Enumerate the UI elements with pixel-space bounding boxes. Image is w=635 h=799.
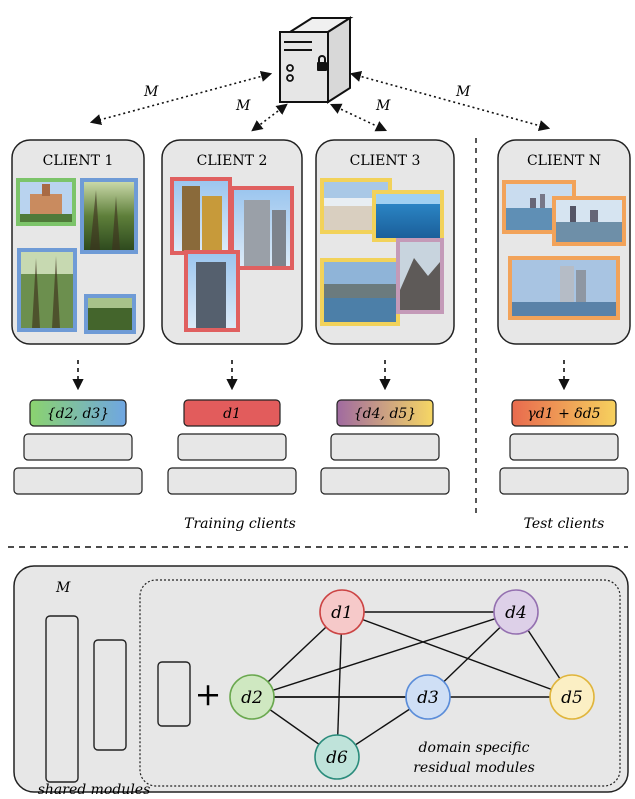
residual-label-line-2: residual modules — [413, 760, 535, 776]
domain-node-label-d5: d5 — [561, 688, 583, 708]
residual-slot — [157, 661, 191, 727]
client-n-panel: CLIENT N — [497, 139, 631, 345]
client-2-title: CLIENT 2 — [197, 153, 268, 169]
arrow-to-client-2 — [251, 103, 288, 132]
residual-region — [139, 579, 621, 787]
domain-node-label-d4: d4 — [505, 603, 527, 623]
shared-model-label: M — [55, 580, 71, 596]
model-stack-client-2: d1 — [167, 399, 297, 495]
communication-arrows — [89, 70, 551, 132]
photo-church — [16, 178, 76, 226]
photo-harbor-2 — [552, 196, 626, 246]
shared-module-1 — [45, 615, 79, 783]
domain-node-label-d2: d2 — [241, 688, 263, 708]
domain-graph: d1 d2 d3 d4 d5 d6 — [229, 589, 595, 780]
model-stack-client-3: {d4, d5} — [320, 399, 450, 495]
model-label-4: M — [455, 84, 471, 100]
client-1-panel: CLIENT 1 — [11, 139, 145, 345]
caption-test: Test clients — [524, 516, 605, 532]
domain-node-label-d3: d3 — [417, 688, 439, 708]
photo-skyscraper-2 — [230, 186, 294, 270]
domain-node-label-d6: d6 — [326, 748, 348, 768]
client-3-panel: CLIENT 3 — [315, 139, 455, 345]
model-label-2: M — [235, 98, 251, 114]
photo-lake — [320, 258, 400, 326]
domain-label-client-n: γd1 + δd5 — [527, 406, 600, 422]
residual-label-line-1: domain specific — [419, 740, 530, 756]
domain-label-client-3: {d4, d5} — [354, 406, 416, 422]
client-1-title: CLIENT 1 — [43, 153, 114, 169]
photo-forest-3 — [84, 294, 136, 334]
model-label-3: M — [375, 98, 391, 114]
client-n-title: CLIENT N — [527, 153, 601, 169]
domain-node-d1 — [319, 589, 365, 635]
caption-training: Training clients — [184, 516, 296, 532]
photo-mountain — [396, 238, 444, 314]
domain-node-d3 — [405, 674, 451, 720]
photo-skyscraper-3 — [184, 250, 240, 332]
photo-forest-2 — [17, 248, 77, 332]
photo-skyscraper-1 — [170, 177, 232, 255]
client-2-panel: CLIENT 2 — [161, 139, 303, 345]
domain-node-d2 — [229, 674, 275, 720]
graph-edge-d1-d5 — [341, 611, 573, 698]
architecture-panel: M shared modules + d1 d2 d3 d4 d5 d6 domain s… — [13, 565, 629, 798]
shared-modules-label: shared modules — [38, 782, 151, 798]
arrow-to-client-1 — [89, 70, 273, 126]
domain-node-d6 — [314, 734, 360, 780]
client-3-title: CLIENT 3 — [350, 153, 421, 169]
plus-sign: + — [195, 675, 222, 713]
domain-node-d4 — [493, 589, 539, 635]
domain-label-client-1: {d2, d3} — [47, 406, 109, 422]
graph-edge-d1-d6 — [336, 611, 343, 758]
domain-node-label-d1: d1 — [331, 603, 353, 623]
arrow-to-client-n — [349, 70, 551, 132]
model-label-1: M — [143, 84, 159, 100]
photo-city-waterfront — [508, 256, 620, 320]
graph-edge-d2-d4 — [251, 611, 517, 698]
model-stack-client-1: {d2, d3} — [13, 399, 143, 495]
photo-sea — [372, 190, 444, 242]
photo-forest-1 — [80, 178, 138, 254]
domain-node-d5 — [549, 674, 595, 720]
model-stack-client-n: γd1 + δd5 — [499, 399, 629, 495]
shared-module-2 — [93, 639, 127, 751]
domain-label-client-2: d1 — [223, 406, 241, 422]
server-lock-icon — [279, 16, 354, 104]
client-to-model-arrows — [72, 360, 570, 391]
